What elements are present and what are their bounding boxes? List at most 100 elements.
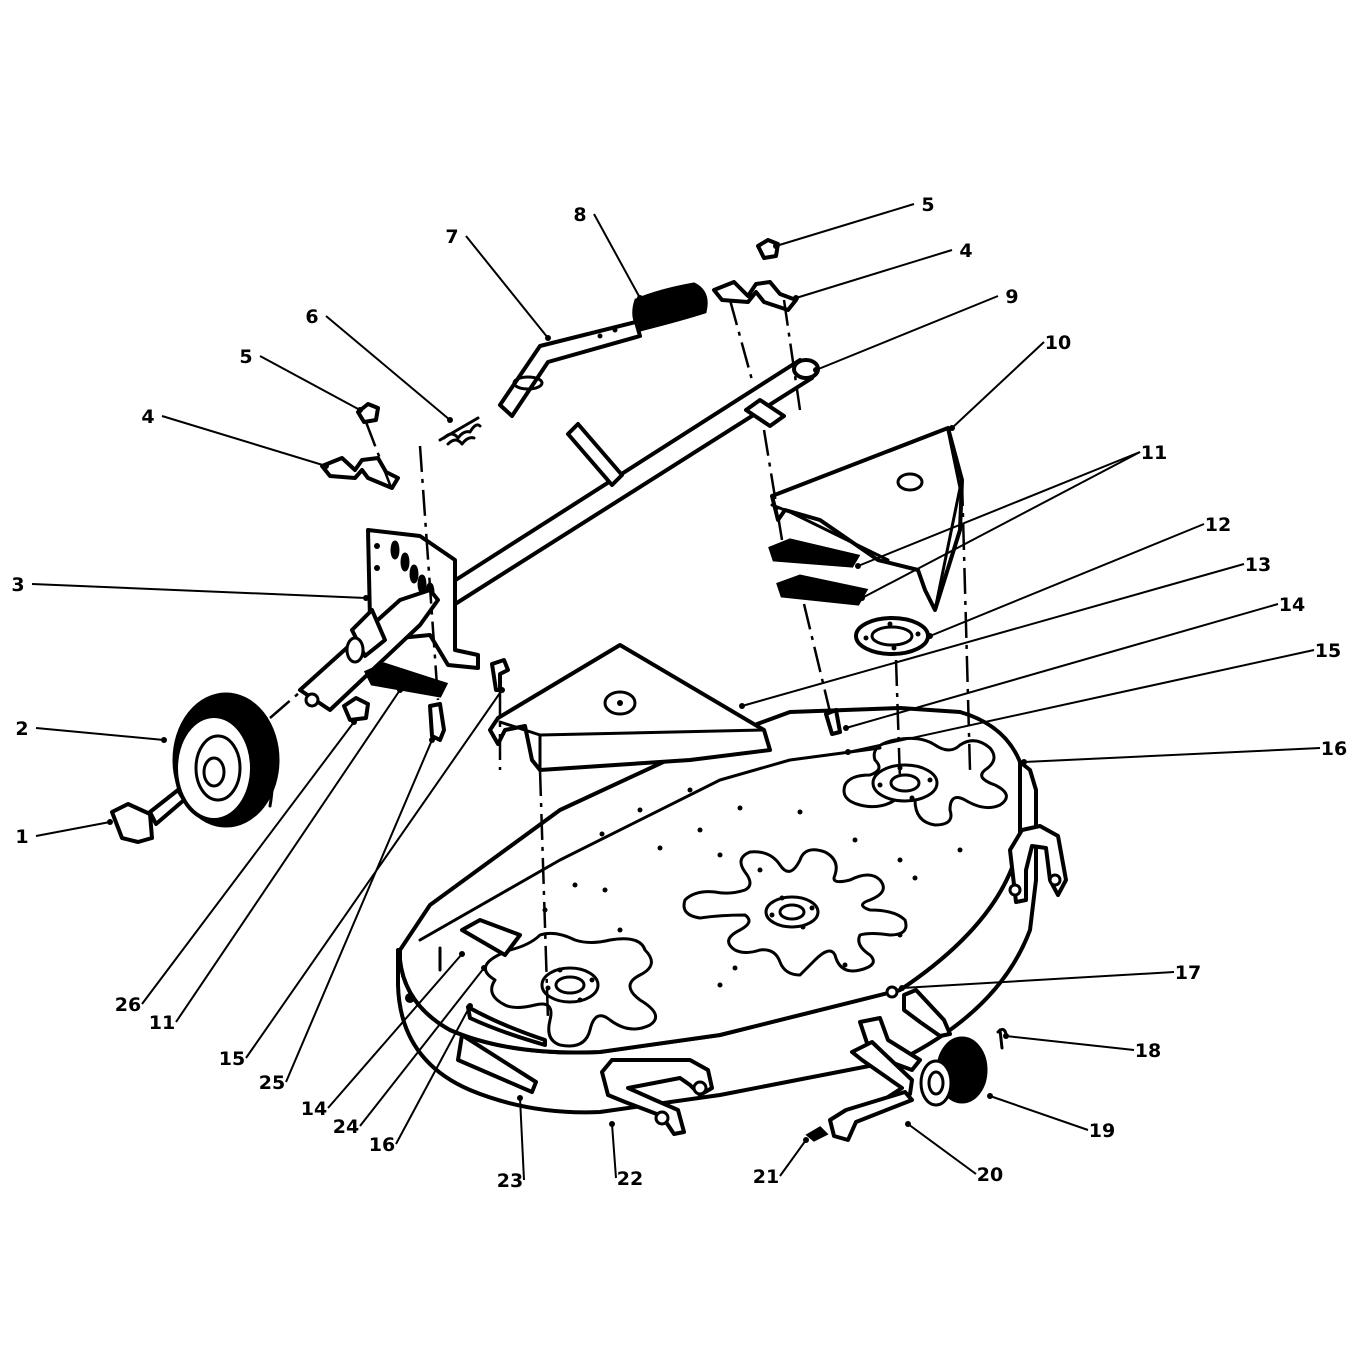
callout-label: 18 bbox=[1135, 1040, 1161, 1062]
nut bbox=[356, 402, 380, 424]
assembly-lines bbox=[269, 299, 972, 1021]
callout-leader bbox=[611, 1123, 617, 1179]
callout-label: 4 bbox=[959, 240, 972, 262]
callout-label: 12 bbox=[1205, 514, 1231, 536]
callout-dot bbox=[459, 951, 465, 957]
callout-label: 14 bbox=[301, 1098, 327, 1120]
callout-dot bbox=[813, 367, 819, 373]
callout-dot bbox=[855, 563, 861, 569]
callout-dot bbox=[467, 1003, 473, 1009]
callout-label: 16 bbox=[1321, 738, 1347, 760]
callout-dot bbox=[447, 417, 453, 423]
callout-label: 5 bbox=[239, 346, 252, 368]
callout-label: 15 bbox=[1315, 640, 1341, 662]
callout-leader bbox=[795, 249, 953, 299]
callout-dot bbox=[481, 965, 487, 971]
callout-label: 8 bbox=[573, 204, 586, 226]
callout-label: 1 bbox=[15, 826, 28, 848]
callout-label: 4 bbox=[141, 406, 154, 428]
callout-dot bbox=[773, 243, 779, 249]
callout-dot bbox=[927, 633, 933, 639]
callout-label: 26 bbox=[115, 994, 141, 1016]
callout-leader bbox=[775, 203, 915, 247]
callout-dot bbox=[545, 335, 551, 341]
callout-dot bbox=[803, 1137, 809, 1143]
callout-leader bbox=[325, 315, 451, 421]
callout-dot bbox=[429, 737, 435, 743]
callout-dot bbox=[949, 425, 955, 431]
callout-leader bbox=[989, 1095, 1089, 1131]
callout-leader bbox=[929, 523, 1205, 637]
callout-label: 11 bbox=[1141, 442, 1167, 464]
callout-leader bbox=[465, 235, 549, 339]
callout-dot bbox=[107, 819, 113, 825]
callouts: 1234567891011121314151617181920212223242… bbox=[11, 194, 1347, 1192]
callout-dot bbox=[161, 737, 167, 743]
nut bbox=[756, 238, 780, 260]
callout-leader bbox=[779, 1139, 807, 1177]
callout-leader bbox=[901, 971, 1175, 989]
callout-label: 13 bbox=[1245, 554, 1271, 576]
callout-dot bbox=[351, 719, 357, 725]
callout-leader bbox=[141, 721, 355, 1005]
lever bbox=[498, 320, 642, 418]
callout-leader bbox=[395, 1005, 471, 1145]
belt-cover-right bbox=[770, 426, 964, 612]
callout-leader bbox=[327, 953, 463, 1109]
callout-leader bbox=[519, 1097, 525, 1181]
callout-dot bbox=[1021, 759, 1027, 765]
callout-label: 21 bbox=[753, 1166, 779, 1188]
callout-leader bbox=[31, 583, 367, 599]
carriage-bolt bbox=[428, 702, 446, 742]
callout-label: 7 bbox=[445, 226, 458, 248]
callout-label: 16 bbox=[369, 1134, 395, 1156]
roller-assembly bbox=[805, 985, 1008, 1142]
callout-dot bbox=[859, 595, 865, 601]
callout-label: 6 bbox=[305, 306, 318, 328]
callout-dot bbox=[609, 1121, 615, 1127]
lock-nut bbox=[342, 696, 370, 722]
callout-dot bbox=[397, 687, 403, 693]
callout-dot bbox=[899, 985, 905, 991]
callout-dot bbox=[323, 463, 329, 469]
spindle-flange bbox=[854, 616, 930, 656]
callout-leader bbox=[259, 355, 361, 411]
callout-label: 20 bbox=[977, 1164, 1003, 1186]
callout-leader bbox=[861, 451, 1141, 599]
callout-label: 11 bbox=[149, 1012, 175, 1034]
callout-label: 10 bbox=[1045, 332, 1071, 354]
rubber-pad bbox=[363, 662, 449, 698]
callout-dot bbox=[905, 1121, 911, 1127]
callout-label: 9 bbox=[1005, 286, 1018, 308]
callout-label: 25 bbox=[259, 1072, 285, 1094]
callout-label: 19 bbox=[1089, 1120, 1115, 1142]
callout-leader bbox=[359, 967, 485, 1127]
callout-dot bbox=[499, 687, 505, 693]
callout-leader bbox=[35, 821, 111, 837]
hand-grip bbox=[632, 282, 708, 332]
callout-label: 22 bbox=[617, 1168, 643, 1190]
height-adjust-bracket bbox=[298, 528, 480, 712]
callout-label: 24 bbox=[333, 1116, 359, 1138]
callout-leader bbox=[161, 415, 327, 467]
callout-leader bbox=[845, 603, 1279, 729]
callout-label: 2 bbox=[15, 718, 28, 740]
u-clamp bbox=[320, 456, 400, 490]
callout-leader bbox=[847, 649, 1315, 753]
callout-leader bbox=[593, 213, 641, 299]
callout-dot bbox=[357, 407, 363, 413]
rubber-pad bbox=[768, 538, 861, 568]
callout-leader bbox=[857, 451, 1141, 567]
belt-cover-left bbox=[488, 643, 772, 772]
callout-leader bbox=[907, 1123, 977, 1175]
callout-dot bbox=[987, 1093, 993, 1099]
spring bbox=[438, 416, 482, 446]
callout-label: 3 bbox=[11, 574, 24, 596]
callout-leader bbox=[175, 689, 401, 1023]
callout-dot bbox=[363, 595, 369, 601]
callout-label: 17 bbox=[1175, 962, 1201, 984]
screw bbox=[824, 708, 842, 736]
gauge-wheel bbox=[172, 692, 280, 828]
callout-leader bbox=[285, 739, 433, 1083]
callout-dot bbox=[793, 295, 799, 301]
